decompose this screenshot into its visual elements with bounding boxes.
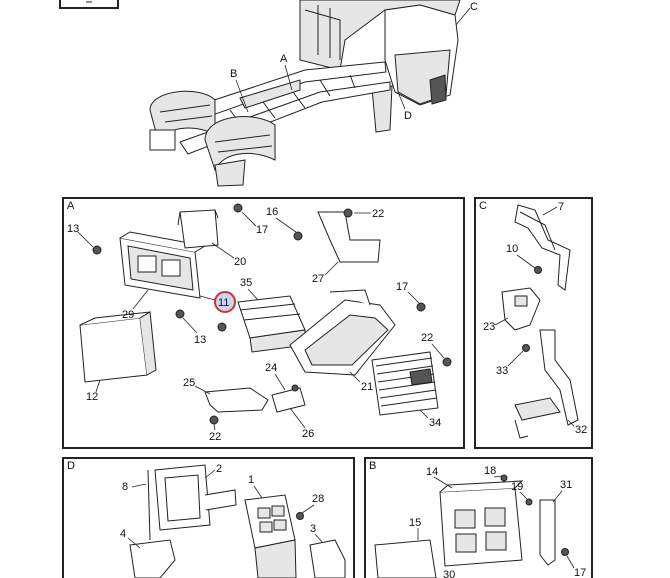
panel-B-frame: [364, 457, 593, 578]
panel-D-label: D: [67, 460, 75, 472]
bolt-17b: [416, 302, 426, 312]
bolt-22c: [209, 415, 219, 425]
bolt-13b: [175, 309, 185, 319]
callout-23: 23: [483, 321, 495, 333]
callout-1: 1: [248, 474, 254, 486]
callout-A: A: [280, 53, 288, 65]
cover-12: [79, 317, 148, 383]
callout-15: 15: [409, 517, 421, 529]
bracket-3: [309, 539, 346, 578]
figure-tag: [59, 0, 119, 9]
panel-D: D 8 2 1 28 4 3: [62, 457, 355, 578]
bracket-32: [539, 329, 579, 426]
nut-28: [296, 512, 304, 520]
callout-17a: 17: [256, 224, 268, 236]
front-wheel-arch: [429, 74, 447, 105]
bracket-31: [539, 499, 556, 566]
callout-20: 20: [234, 256, 246, 268]
truck-overview: B A C D: [59, 0, 478, 187]
callout-30: 30: [443, 569, 455, 578]
callout-12: 12: [86, 391, 98, 403]
nut-22a: [343, 208, 353, 218]
bracket-27: [317, 211, 381, 263]
panel-B-label: B: [369, 460, 376, 472]
bolt-33: [522, 344, 530, 352]
panel-B: B 14 18 19 31 15 30 17: [364, 457, 593, 578]
callout-2: 2: [216, 463, 222, 475]
bracket-7: [514, 204, 571, 291]
panel-C: C 7 10 23 33 32: [474, 197, 593, 449]
bolt-13a: [92, 245, 102, 255]
highlighted-callout-11: [214, 291, 236, 313]
callout-7: 7: [558, 201, 564, 213]
rod-8: [147, 469, 151, 541]
rear-fender-right: [204, 116, 276, 172]
bolt-16: [293, 231, 303, 241]
callout-29: 29: [122, 309, 134, 321]
callout-17b: 17: [396, 281, 408, 293]
callout-27: 27: [312, 273, 324, 285]
bracket-23: [501, 287, 541, 331]
callout-D: D: [404, 110, 412, 122]
callout-22a: 22: [372, 208, 384, 220]
housing-14: [439, 487, 523, 567]
bolt-17a: [233, 203, 243, 213]
callout-13b: 13: [194, 334, 206, 346]
callout-4: 4: [120, 528, 126, 540]
callout-17: 17: [574, 567, 586, 578]
panel-A-frame: [62, 197, 465, 449]
highlighted-number-11: 11: [218, 297, 229, 309]
callout-35: 35: [240, 277, 252, 289]
callout-3: 3: [310, 523, 316, 535]
callout-34: 34: [429, 417, 441, 429]
callout-10: 10: [506, 243, 518, 255]
bracket-20: [179, 209, 219, 249]
callout-33: 33: [496, 365, 508, 377]
bracket-4: [129, 539, 176, 578]
panel-A-label: A: [67, 200, 75, 212]
callout-28: 28: [312, 493, 324, 505]
callout-26: 26: [302, 428, 314, 440]
callout-C: C: [470, 1, 478, 13]
bracket-24: [271, 387, 306, 413]
bolt-19: [525, 498, 533, 506]
callout-8: 8: [122, 481, 128, 493]
bolt-10: [534, 266, 542, 274]
callout-32: 32: [575, 424, 587, 436]
panel-C-label: C: [479, 200, 487, 212]
callout-21: 21: [361, 381, 373, 393]
bracket-25: [204, 387, 269, 413]
callout-16: 16: [266, 206, 278, 218]
callout-25: 25: [183, 377, 195, 389]
nut-17: [561, 548, 569, 556]
nut-22b: [442, 357, 452, 367]
bolt-18: [500, 474, 508, 482]
callout-22c: 22: [209, 431, 221, 443]
cover-15: [374, 539, 437, 578]
panel-C-frame: [474, 197, 593, 449]
callout-31: 31: [560, 479, 572, 491]
callout-19: 19: [511, 481, 523, 493]
callout-24: 24: [265, 362, 277, 374]
callout-13a: 13: [67, 223, 79, 235]
callout-22b: 22: [421, 332, 433, 344]
callout-B: B: [230, 68, 237, 80]
nut-11b: [217, 322, 227, 332]
callout-18: 18: [484, 465, 496, 477]
panel-D-frame: [62, 457, 355, 578]
rear-mudflap: [214, 159, 246, 187]
panel-A: A: [62, 197, 465, 449]
callout-14: 14: [426, 466, 438, 478]
